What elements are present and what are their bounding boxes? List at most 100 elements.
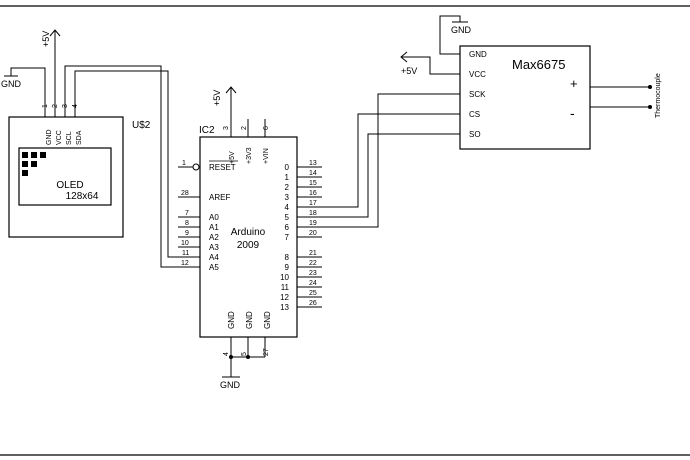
so-wire bbox=[322, 133, 460, 218]
oled-name: OLED bbox=[56, 180, 83, 191]
reset-inversion-icon bbox=[192, 163, 200, 171]
arduino-module: IC2 Arduino 2009 3 2 6 +5V +3V3 +VIN +5V… bbox=[161, 86, 322, 390]
arduino-right-pin-num-13: 13 bbox=[309, 160, 317, 167]
arduino-version: 2009 bbox=[237, 240, 260, 251]
arduino-pin-a2: A2 bbox=[209, 233, 219, 242]
arduino-pin-a1: A1 bbox=[209, 223, 219, 232]
arduino-pin-d9: 9 bbox=[285, 263, 290, 272]
arduino-pin-reset: RESET bbox=[209, 163, 236, 172]
oled-module: U$2 OLED 128x64 1 2 3 4 GND VCC SCL SDA bbox=[8, 98, 151, 238]
arduino-pin-d10: 10 bbox=[280, 273, 289, 282]
arduino-right-pin-num-19: 19 bbox=[309, 220, 317, 227]
oled-pin-num-4: 4 bbox=[72, 104, 79, 108]
max6675-pin-so: SO bbox=[469, 130, 481, 139]
arduino-right-pin-num-16: 16 bbox=[309, 190, 317, 197]
arduino-left-pin-num-11: 11 bbox=[182, 250, 189, 257]
oled-ref: U$2 bbox=[132, 120, 151, 131]
arduino-pin-gnd-3: GND bbox=[263, 311, 272, 329]
oled-pin-sda: SDA bbox=[76, 130, 83, 145]
terminal-dot bbox=[648, 85, 652, 89]
arduino-pin-d0: 0 bbox=[285, 163, 290, 172]
vcc-arrow-icon bbox=[225, 86, 237, 94]
arduino-bottom-pin-num-5: 5 bbox=[241, 352, 248, 356]
arduino-pin-d1: 1 bbox=[285, 173, 290, 182]
oled-pin-vcc: VCC bbox=[56, 130, 63, 145]
oled-pin-num-3: 3 bbox=[62, 104, 69, 108]
arduino-top-pin-num-6: 6 bbox=[263, 126, 270, 130]
arduino-right-pin-num-14: 14 bbox=[309, 170, 317, 177]
arduino-right-pin-num-20: 20 bbox=[309, 230, 317, 237]
arduino-pin-d3: 3 bbox=[285, 193, 290, 202]
max6675-name: Max6675 bbox=[512, 57, 565, 72]
arduino-bottom-pin-num-27: 27 bbox=[263, 348, 270, 356]
max6675-pin-sck: SCK bbox=[469, 90, 486, 99]
oled-gnd-label: GND bbox=[1, 79, 22, 89]
oled-size: 128x64 bbox=[66, 191, 99, 202]
arduino-left-pin-num-9: 9 bbox=[185, 230, 189, 237]
arduino-pin-d6: 6 bbox=[285, 223, 290, 232]
arduino-top-pin-num-2: 2 bbox=[241, 126, 248, 130]
arduino-pin-gnd-1: GND bbox=[227, 311, 236, 329]
arduino-right-pin-num-21: 21 bbox=[309, 250, 317, 257]
junction-dot bbox=[246, 355, 250, 359]
arduino-bottom-pin-num-4: 4 bbox=[223, 352, 230, 356]
arduino-pin-d2: 2 bbox=[285, 183, 290, 192]
arduino-vcc-label: +5V bbox=[212, 90, 222, 106]
oled-pixels-icon bbox=[22, 152, 46, 176]
arduino-pin-d13: 13 bbox=[280, 303, 289, 312]
arduino-pin-a4: A4 bbox=[209, 253, 219, 262]
oled-pin-num-2: 2 bbox=[52, 104, 59, 108]
arduino-right-pin-num-17: 17 bbox=[309, 200, 317, 207]
oled-vcc-label: +5V bbox=[41, 31, 51, 47]
thermocouple-label: Thermocouple bbox=[655, 73, 662, 118]
arduino-left-pin-num-10: 10 bbox=[181, 240, 189, 247]
oled-body bbox=[8, 116, 124, 238]
arduino-pin-d11: 11 bbox=[281, 283, 290, 292]
max6675-pin-cs: CS bbox=[469, 110, 480, 119]
arduino-left-pin-num-12: 12 bbox=[181, 260, 189, 267]
max6675-module: Max6675 GND VCC SCK CS SO + - Thermocoup… bbox=[459, 45, 662, 150]
max6675-pin-vcc: VCC bbox=[469, 70, 486, 79]
arduino-right-pin-num-26: 26 bbox=[309, 300, 317, 307]
cs-wire bbox=[322, 113, 460, 208]
arduino-ref: IC2 bbox=[199, 125, 215, 136]
arduino-name: Arduino bbox=[231, 227, 266, 238]
arduino-right-pin-num-22: 22 bbox=[309, 260, 317, 267]
arduino-top-pin-num-3: 3 bbox=[223, 126, 230, 130]
arduino-pin-a3: A3 bbox=[209, 243, 219, 252]
arduino-left-pin-num-8: 8 bbox=[185, 220, 189, 227]
arduino-right-pin-num-18: 18 bbox=[309, 210, 317, 217]
max6675-vcc-label: +5V bbox=[401, 66, 417, 76]
oled-pin-gnd: GND bbox=[46, 129, 53, 145]
oled-pin-scl: SCL bbox=[66, 131, 73, 145]
arduino-right-pin-num-25: 25 bbox=[309, 290, 317, 297]
arduino-pin-3v3: +3V3 bbox=[246, 147, 253, 164]
arduino-pin-a0: A0 bbox=[209, 213, 219, 222]
arduino-left-pin-num-7: 7 bbox=[185, 210, 189, 217]
oled-screen bbox=[18, 147, 112, 206]
thermocouple-minus: - bbox=[570, 105, 575, 121]
arduino-pin-gnd-2: GND bbox=[245, 311, 254, 329]
arduino-pin-d5: 5 bbox=[285, 213, 290, 222]
terminal-dot bbox=[648, 105, 652, 109]
vcc-arrow-icon bbox=[400, 51, 408, 63]
arduino-left-pin-num-1: 1 bbox=[182, 160, 186, 167]
max6675-gnd-label: GND bbox=[451, 25, 472, 35]
arduino-pin-aref: AREF bbox=[209, 193, 230, 202]
vcc-arrow-icon bbox=[49, 29, 61, 37]
arduino-pin-d4: 4 bbox=[285, 203, 290, 212]
arduino-gnd-label: GND bbox=[220, 380, 241, 390]
thermocouple-plus: + bbox=[570, 76, 578, 91]
arduino-pin-d8: 8 bbox=[285, 253, 290, 262]
arduino-pin-a5: A5 bbox=[209, 263, 219, 272]
arduino-right-pin-num-15: 15 bbox=[309, 180, 317, 187]
arduino-right-pin-num-24: 24 bbox=[309, 280, 317, 287]
arduino-pin-vin: +VIN bbox=[263, 148, 270, 164]
max6675-body bbox=[459, 45, 591, 150]
arduino-left-pin-num-28: 28 bbox=[181, 190, 189, 197]
max6675-pin-gnd: GND bbox=[469, 50, 487, 59]
arduino-pin-d12: 12 bbox=[280, 293, 289, 302]
arduino-right-pin-num-23: 23 bbox=[309, 270, 317, 277]
oled-pin-num-1: 1 bbox=[42, 104, 49, 108]
